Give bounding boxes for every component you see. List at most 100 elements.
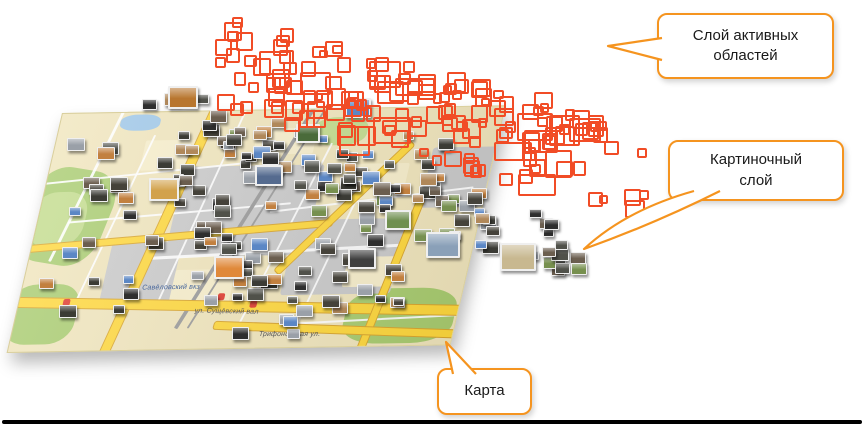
photo-thumbnail <box>191 270 204 281</box>
active-area-box <box>247 81 259 94</box>
active-area-box <box>410 116 422 129</box>
photo-thumbnail <box>232 292 244 302</box>
photo-thumbnail <box>272 140 285 151</box>
photo-thumbnail <box>261 151 280 165</box>
photo-thumbnail <box>214 256 244 279</box>
photo-thumbnail <box>359 223 372 234</box>
photo-thumbnail <box>362 171 380 185</box>
photo-thumbnail <box>358 200 375 214</box>
photo-thumbnail <box>419 173 438 187</box>
photo-thumbnail <box>317 170 333 183</box>
photo-thumbnail <box>475 240 488 250</box>
photo-thumbnail <box>203 295 218 306</box>
active-area-box <box>377 81 404 104</box>
photo-thumbnail <box>385 210 411 230</box>
photo-thumbnail <box>145 235 159 246</box>
photo-thumbnail <box>271 117 286 129</box>
active-area-box <box>493 89 504 100</box>
active-area-box <box>442 117 458 132</box>
active-area-box <box>463 153 476 165</box>
active-area-box <box>453 128 471 144</box>
photo-thumbnail <box>255 165 283 186</box>
photo-thumbnail <box>303 160 321 173</box>
photo-thumbnail <box>149 178 179 201</box>
active-area-box <box>325 104 345 122</box>
photo-thumbnail <box>429 186 442 196</box>
active-area-box <box>417 83 437 101</box>
photo-thumbnail <box>226 134 243 147</box>
photo-thumbnail <box>324 182 339 194</box>
photo-thumbnail <box>268 251 284 263</box>
photo-thumbnail <box>390 271 406 283</box>
photo-thumbnail <box>252 129 267 141</box>
active-area-box <box>443 103 457 117</box>
photo-thumbnail <box>311 205 327 217</box>
photo-thumbnail <box>327 162 343 175</box>
active-area-box <box>231 16 243 29</box>
photo-thumbnail <box>81 237 96 248</box>
photo-thumbnail <box>296 124 320 143</box>
active-area-box <box>369 61 401 88</box>
active-area-box <box>419 148 429 157</box>
photo-thumbnail <box>440 199 458 213</box>
photo-thumbnail <box>194 227 211 240</box>
active-area-box <box>311 45 326 59</box>
active-area-box <box>217 93 235 111</box>
photo-thumbnail <box>68 206 82 217</box>
active-area-box <box>234 72 247 86</box>
photo-thumbnail <box>500 243 536 271</box>
active-area-box <box>345 98 356 110</box>
active-area-box <box>425 105 443 124</box>
photo-thumbnail <box>118 192 135 205</box>
photo-thumbnail <box>438 137 455 151</box>
photo-thumbnail <box>109 177 128 191</box>
active-area-box <box>395 78 435 97</box>
active-area-box <box>403 60 415 74</box>
callout-text: слой <box>739 171 773 189</box>
photo-thumbnail <box>375 294 387 304</box>
active-area-box <box>504 120 517 133</box>
active-area-box <box>524 129 558 153</box>
active-area-box <box>452 89 463 100</box>
active-area-box <box>498 173 514 186</box>
photo-thumbnail <box>372 182 391 196</box>
active-area-box <box>384 125 396 137</box>
photo-thumbnail <box>123 209 138 221</box>
active-area-box <box>477 117 488 128</box>
photo-thumbnail <box>474 212 491 225</box>
active-area-box <box>549 114 580 147</box>
active-area-box <box>300 61 316 78</box>
photo-thumbnail <box>571 262 588 275</box>
photo-thumbnail <box>265 200 277 210</box>
photo-thumbnail <box>250 274 268 288</box>
active-area-box <box>239 101 253 114</box>
photo-thumbnail <box>215 194 231 206</box>
photo-thumbnail <box>185 145 199 156</box>
photo-thumbnail <box>191 185 207 197</box>
active-area-box <box>587 121 604 138</box>
photo-thumbnail <box>348 248 376 269</box>
active-area-box <box>556 160 574 177</box>
active-area-box <box>574 122 589 137</box>
active-area-box <box>226 30 239 43</box>
photo-thumbnail <box>204 236 217 246</box>
photo-thumbnail <box>201 119 217 131</box>
active-area-box <box>444 150 462 167</box>
active-area-box <box>270 101 284 114</box>
active-area-box <box>598 194 609 205</box>
photo-thumbnail <box>287 328 301 339</box>
active-area-box <box>519 169 533 185</box>
photo-thumbnail <box>221 232 234 243</box>
photo-thumbnail <box>123 287 140 300</box>
photo-thumbnail <box>383 160 396 170</box>
photo-thumbnail <box>113 304 126 315</box>
active-area-box <box>230 103 245 116</box>
photo-thumbnail <box>298 266 312 277</box>
photo-thumbnail <box>542 228 554 238</box>
active-area-box <box>498 95 514 113</box>
photo-thumbnail <box>220 243 237 256</box>
photo-thumbnail <box>466 192 484 206</box>
photo-thumbnail <box>335 148 349 160</box>
active-area-box <box>394 107 410 123</box>
